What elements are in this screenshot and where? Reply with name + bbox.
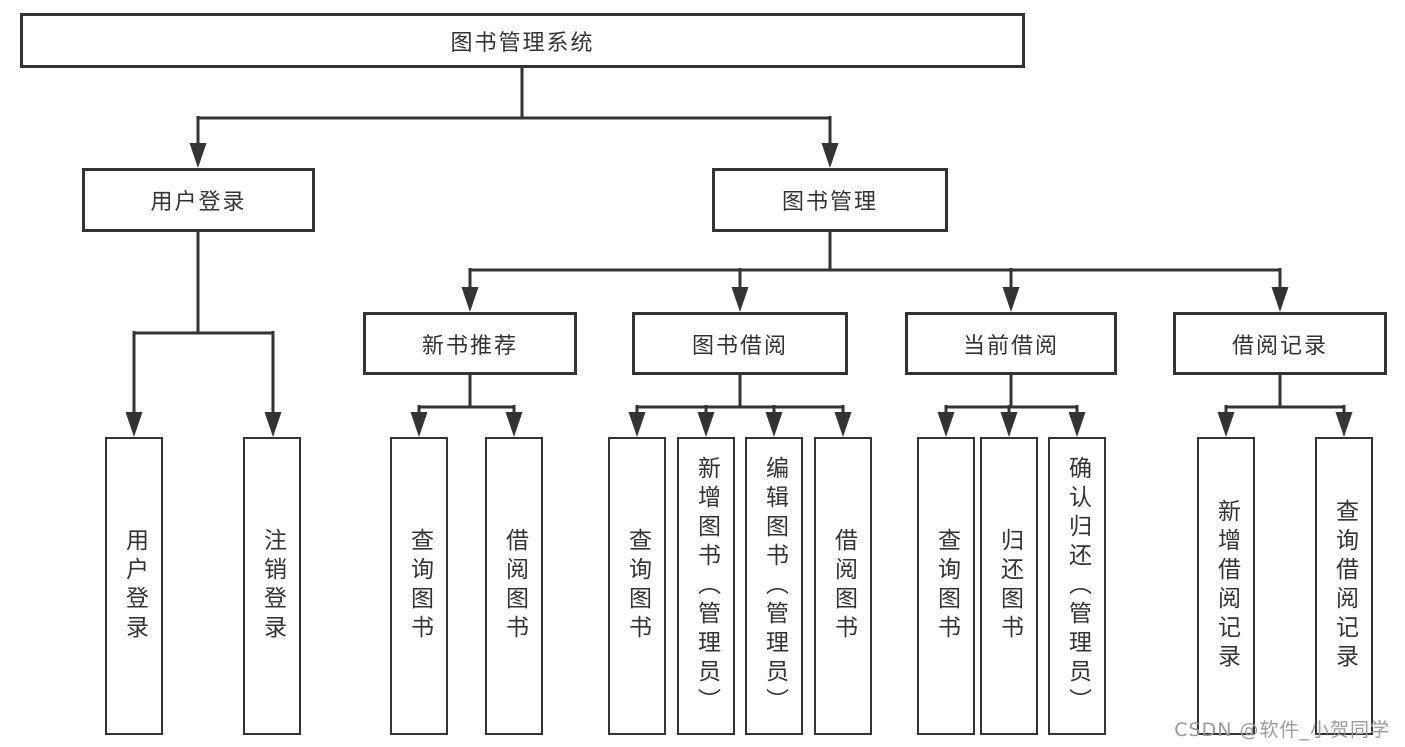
leaf-add-books-admin: 新增图书（管理员）: [677, 437, 735, 735]
node-current-borrowing: 当前借阅: [905, 312, 1117, 375]
leaf-query-books-borrowing: 查询图书: [608, 437, 666, 735]
csdn-watermark: CSDN @软件_小贺同学: [1174, 719, 1390, 741]
leaf-logout: 注销登录: [243, 437, 301, 735]
leaf-query-books-recommend: 查询图书: [390, 437, 448, 735]
node-borrowing-records: 借阅记录: [1173, 312, 1387, 375]
leaf-query-books-current: 查询图书: [917, 437, 975, 735]
leaf-user-login: 用户登录: [105, 437, 163, 735]
node-user-login: 用户登录: [82, 168, 315, 232]
leaf-borrow-books: 借阅图书: [814, 437, 872, 735]
leaf-edit-books-admin: 编辑图书（管理员）: [745, 437, 803, 735]
node-book-management: 图书管理: [712, 168, 948, 232]
node-library-management-system: 图书管理系统: [20, 13, 1025, 68]
node-new-book-recommendation: 新书推荐: [363, 312, 577, 375]
leaf-borrow-books-recommend: 借阅图书: [485, 437, 543, 735]
leaf-confirm-return-admin: 确认归还（管理员）: [1048, 437, 1106, 735]
leaf-add-borrow-record: 新增借阅记录: [1197, 437, 1255, 735]
leaf-return-books: 归还图书: [980, 437, 1038, 735]
node-book-borrowing: 图书借阅: [632, 312, 848, 375]
leaf-query-borrow-record: 查询借阅记录: [1315, 437, 1373, 735]
